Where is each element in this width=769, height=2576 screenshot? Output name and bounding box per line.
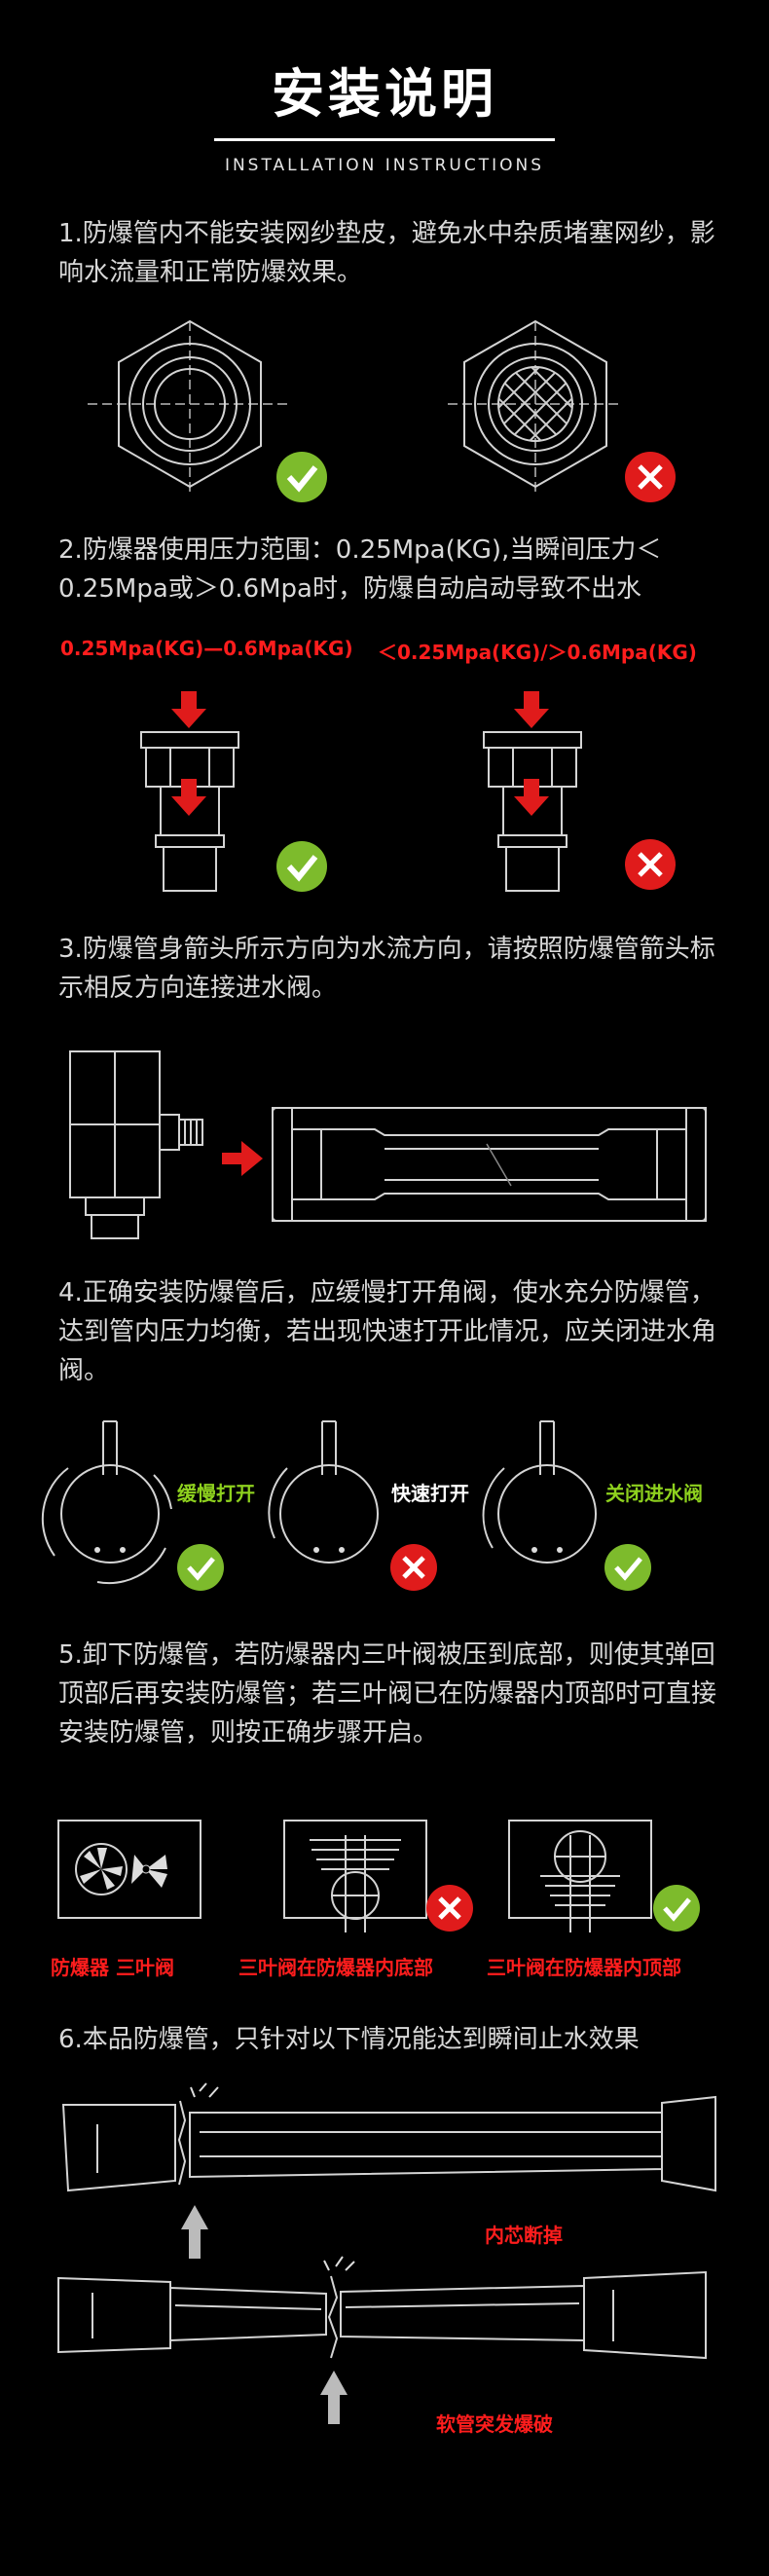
flow-arrow-icon — [222, 1141, 263, 1176]
check-icon — [276, 841, 327, 892]
nut-with-screen — [448, 319, 623, 492]
pressure-bad-label: ＜0.25Mpa(KG)/＞0.6Mpa(KG) — [378, 641, 697, 664]
step-5-text: 5.卸下防爆管，若防爆器内三叶阀被压到底部，则使其弹回顶部后再安装防爆管；若三叶… — [58, 1640, 717, 1748]
check-icon — [604, 1544, 651, 1591]
pressure-ok-label: 0.25Mpa(KG)—0.6Mpa(KG) — [60, 637, 353, 660]
title-underline — [214, 138, 555, 141]
broken-core-hose — [61, 2082, 716, 2259]
page-title: 安装说明 — [272, 63, 497, 125]
step-3-illustration — [69, 1050, 707, 1239]
step-2-illustration — [140, 691, 676, 892]
check-icon — [653, 1885, 700, 1932]
valve-top-label: 三叶阀在防爆器内顶部 — [487, 1956, 681, 1979]
burst-hose — [57, 2256, 707, 2424]
step-6-text: 6.本品防爆管，只针对以下情况能达到瞬间止水效果 — [58, 2025, 640, 2054]
valve-label: 防爆器 三叶阀 — [51, 1956, 174, 1979]
valve-bottom-label: 三叶阀在防爆器内底部 — [238, 1956, 433, 1979]
step-3-text: 3.防爆管身箭头所示方向为水流方向，请按照防爆管箭头标示相反方向连接进水阀。 — [58, 935, 715, 1003]
valve-front-view — [57, 1820, 201, 1919]
cross-icon — [426, 1885, 473, 1932]
step-2-text: 2.防爆器使用压力范围：0.25Mpa(KG),当瞬间压力＜0.25Mpa或＞0… — [58, 535, 662, 604]
step-4-text: 4.正确安装防爆管后，应缓慢打开角阀，使水充分防爆管，达到管内压力均衡，若出现快… — [58, 1278, 717, 1385]
step-1-illustration — [88, 319, 676, 502]
check-icon — [177, 1544, 224, 1591]
cross-icon — [625, 452, 676, 502]
core-broken-label: 内芯断掉 — [485, 2224, 563, 2247]
slow-open-diagram — [41, 1420, 172, 1585]
step-6-illustration — [57, 2082, 716, 2424]
nut-without-screen — [88, 319, 292, 492]
valve-bottom-view — [283, 1820, 427, 1932]
cross-icon — [625, 839, 676, 890]
close-valve-diagram — [482, 1420, 597, 1564]
angle-valve — [69, 1050, 203, 1239]
cross-icon — [390, 1544, 437, 1591]
valve-body-ok — [140, 691, 239, 892]
hose-with-direction — [272, 1107, 707, 1222]
step-1-text: 1.防爆管内不能安装网纱垫皮，避免水中杂质堵塞网纱，影响水流量和正常防爆效果。 — [58, 219, 715, 287]
hose-burst-label: 软管突发爆破 — [436, 2412, 553, 2436]
page-subtitle: INSTALLATION INSTRUCTIONS — [224, 156, 545, 175]
fast-open-label: 快速打开 — [391, 1482, 469, 1505]
check-icon — [276, 452, 327, 502]
fast-open-diagram — [268, 1420, 379, 1564]
valve-top-view — [508, 1820, 652, 1932]
step-4-illustration — [41, 1420, 651, 1591]
close-valve-label: 关闭进水阀 — [605, 1482, 703, 1505]
step-5-illustration — [57, 1820, 700, 1932]
slow-open-label: 缓慢打开 — [177, 1482, 255, 1505]
valve-body-bad — [483, 691, 582, 892]
